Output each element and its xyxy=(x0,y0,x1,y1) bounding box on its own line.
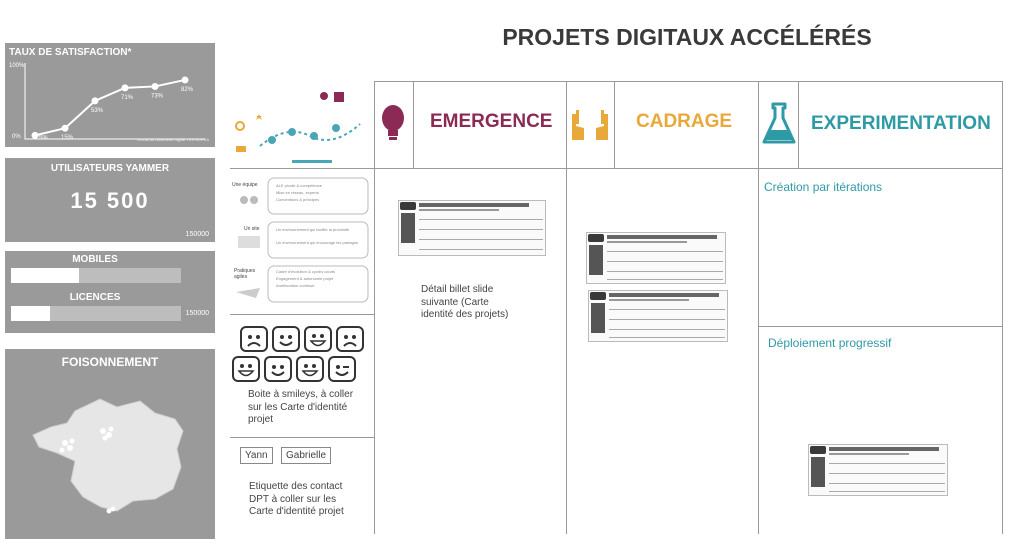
satisfaction-series-line xyxy=(34,78,186,137)
experimentation-divider xyxy=(758,326,1002,327)
creation-iterations-label: Création par itérations xyxy=(764,180,883,194)
process-diagram xyxy=(235,92,361,163)
board-top-line xyxy=(374,81,1002,82)
deploiement-progressif-label: Déploiement progressif xyxy=(768,336,892,350)
column-line-1 xyxy=(374,81,375,534)
experimentation-label: EXPERIMENTATION xyxy=(811,113,991,134)
process-line-3: Conventions & principes xyxy=(276,197,320,202)
page-title: PROJETS DIGITAUX ACCÉLÉRÉS xyxy=(502,24,872,50)
y-axis-top-label: 100% xyxy=(9,63,25,69)
licences-label: LICENCES xyxy=(69,292,121,303)
wink-smiley-icon xyxy=(328,356,356,382)
column-line-4 xyxy=(1002,81,1003,534)
foisonnement-panel: FOISONNEMENT xyxy=(4,348,216,540)
project-ticket-cadrage-2 xyxy=(588,290,728,342)
happy-smiley-icon xyxy=(272,326,300,352)
licences-progress-fill xyxy=(11,306,51,321)
grin-smiley-icon xyxy=(304,326,332,352)
process-item-2: Un site xyxy=(244,226,260,232)
experimentation-icon-divider xyxy=(798,81,799,168)
sad-smiley-icon-2 xyxy=(336,326,364,352)
left-strip-line-2 xyxy=(230,314,374,315)
yammer-max: 150000 xyxy=(185,231,209,238)
emergence-label: EMERGENCE xyxy=(430,111,553,132)
process-line-7: Engagement & autonomie projet xyxy=(276,276,334,281)
happy-smiley-icon-2 xyxy=(264,356,292,382)
satisfaction-point xyxy=(121,84,129,92)
project-ticket-emergence xyxy=(398,200,546,256)
contact-label-note: Etiquette des contact DPT à coller sur l… xyxy=(249,481,344,517)
process-line-5: Un environnement qui encourage les parta… xyxy=(276,240,359,245)
satisfaction-footnote: * Extrait du baromètre digital TVS SOPRA xyxy=(134,137,209,142)
process-line-8: Amélioration continue xyxy=(276,283,315,288)
left-strip-line-1 xyxy=(230,168,374,169)
emergence-icon-divider xyxy=(413,81,414,168)
grin-smiley-icon-3 xyxy=(296,356,324,382)
board-header-line xyxy=(374,168,1002,169)
contact-tag-yann: Yann xyxy=(240,447,273,464)
yammer-panel: UTILISATEURS YAMMER 15 500 150000 xyxy=(4,157,216,243)
process-line-4: Un environnement qui facilite la proximi… xyxy=(276,227,350,232)
hands-icon xyxy=(572,110,608,140)
satisfaction-panel: TAUX DE SATISFACTION* 100% 0% 5% 15% 53% 71… xyxy=(4,42,216,148)
licences-progress-bar xyxy=(11,306,181,321)
cadrage-icon-divider xyxy=(614,81,615,168)
mobiles-label: MOBILES xyxy=(72,254,118,265)
satisfaction-point xyxy=(151,82,159,90)
cadrage-label: CADRAGE xyxy=(636,111,733,132)
cluster-paris xyxy=(100,426,114,441)
satisfaction-title: TAUX DE SATISFACTION* xyxy=(9,47,132,58)
sad-smiley-icon xyxy=(240,326,268,352)
process-line-1: ALE pivote & compétence xyxy=(276,183,323,188)
process-line-2: Mise en réseau, experts xyxy=(276,190,319,195)
france-shape xyxy=(32,398,184,512)
satisfaction-line-chart: 5% 15% 53% 71% 73% 82% xyxy=(24,63,205,141)
y-axis-bottom-label: 0% xyxy=(12,134,21,140)
left-strip-line-3 xyxy=(230,437,374,438)
satisfaction-data-label: 53% xyxy=(91,108,104,114)
satisfaction-point xyxy=(31,131,39,139)
lightbulb-icon xyxy=(382,105,404,140)
licences-max: 150000 xyxy=(185,310,209,317)
grin-smiley-icon-2 xyxy=(232,356,260,382)
mobiles-licences-panel: MOBILES LICENCES 150000 xyxy=(4,250,216,334)
column-line-2 xyxy=(566,81,567,534)
yammer-value: 15 500 xyxy=(70,188,150,213)
column-line-3 xyxy=(758,81,759,534)
team-principles-diagram xyxy=(236,177,369,303)
satisfaction-data-label: 5% xyxy=(39,135,48,141)
satisfaction-axes xyxy=(24,63,205,140)
process-item-1: Une équipe xyxy=(232,182,258,188)
process-item-3: Pratiques agiles xyxy=(234,268,256,281)
contact-tag-gabrielle: Gabrielle xyxy=(281,447,332,464)
satisfaction-data-label: 73% xyxy=(151,93,164,99)
project-ticket-experimentation xyxy=(808,444,948,496)
foisonnement-title: FOISONNEMENT xyxy=(61,355,159,369)
ticket-detail-note: Détail billet slide suivante (Carte iden… xyxy=(421,284,509,320)
mobiles-progress-fill xyxy=(11,268,79,283)
france-map xyxy=(32,398,184,514)
satisfaction-data-label: 15% xyxy=(61,135,74,141)
smiley-box-note: Boite à smileys, à coller sur les Carte … xyxy=(248,389,354,425)
yammer-title: UTILISATEURS YAMMER xyxy=(50,163,170,174)
satisfaction-point xyxy=(61,124,69,132)
satisfaction-data-label: 71% xyxy=(121,95,134,101)
process-line-6: Cadre d'évolution & cycles courts xyxy=(276,269,336,274)
satisfaction-point xyxy=(181,76,189,84)
cluster-ouest xyxy=(59,438,75,453)
flask-icon xyxy=(762,102,796,144)
mobiles-progress-bar xyxy=(11,268,181,283)
satisfaction-point xyxy=(91,97,99,105)
cluster-sud xyxy=(106,506,116,514)
satisfaction-data-label: 82% xyxy=(181,87,194,93)
project-ticket-cadrage-1 xyxy=(586,232,726,284)
